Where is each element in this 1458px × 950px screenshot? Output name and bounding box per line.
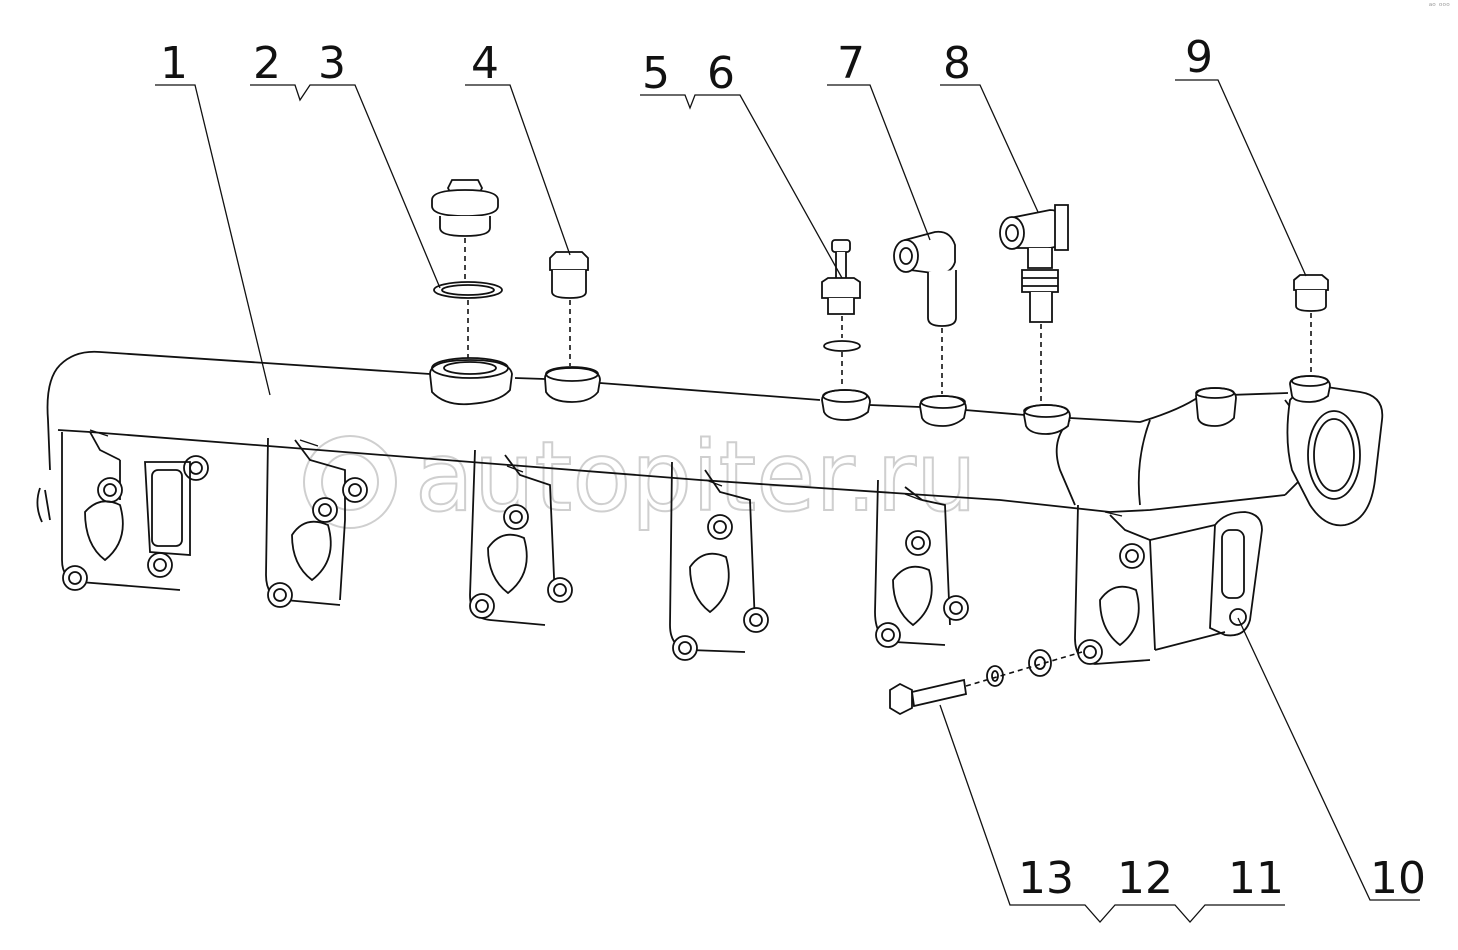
sensor-part-8 xyxy=(999,204,1069,404)
plug-part-9 xyxy=(1293,274,1329,374)
callout-3: 3 xyxy=(318,38,346,89)
port-flanges xyxy=(36,429,1226,665)
callout-2: 2 xyxy=(253,38,281,89)
port-4 xyxy=(669,461,769,661)
port-3 xyxy=(469,449,573,626)
bolt-part-13 xyxy=(889,678,968,716)
elbow-part-7 xyxy=(893,230,957,394)
callout-13: 13 xyxy=(1018,853,1074,904)
callout-7: 7 xyxy=(837,38,865,89)
washer-part-3 xyxy=(433,281,503,358)
callout-labels: 1 2 3 4 5 6 7 8 9 10 11 12 13 xyxy=(160,32,1426,904)
plug-part-4 xyxy=(549,251,589,366)
leader-lines xyxy=(155,79,1420,923)
callout-9: 9 xyxy=(1185,32,1213,83)
callout-1: 1 xyxy=(160,38,188,89)
watermark: autopiter.ru xyxy=(303,420,978,534)
callout-8: 8 xyxy=(943,38,971,89)
corner-mark: ᵃᵒ ᵒᵒᵒ xyxy=(1428,2,1450,12)
callout-4: 4 xyxy=(471,38,499,89)
port-1 xyxy=(36,431,209,591)
callout-10: 10 xyxy=(1370,853,1426,904)
port-5 xyxy=(874,479,969,648)
callout-5: 5 xyxy=(642,48,670,99)
callout-11: 11 xyxy=(1228,853,1284,904)
bosses xyxy=(429,357,1331,435)
washer-part-5 xyxy=(823,340,861,388)
exhaust-manifold xyxy=(46,350,1384,637)
callout-12: 12 xyxy=(1117,853,1173,904)
washer-part-11 xyxy=(1028,649,1052,677)
plug-part-2 xyxy=(431,179,499,282)
lock-washer-part-12 xyxy=(986,665,1004,687)
watermark-text: autopiter.ru xyxy=(415,421,977,533)
port-6 xyxy=(1074,504,1226,665)
callout-6: 6 xyxy=(707,48,735,99)
port-2 xyxy=(265,437,368,608)
fitting-part-6 xyxy=(821,239,861,338)
